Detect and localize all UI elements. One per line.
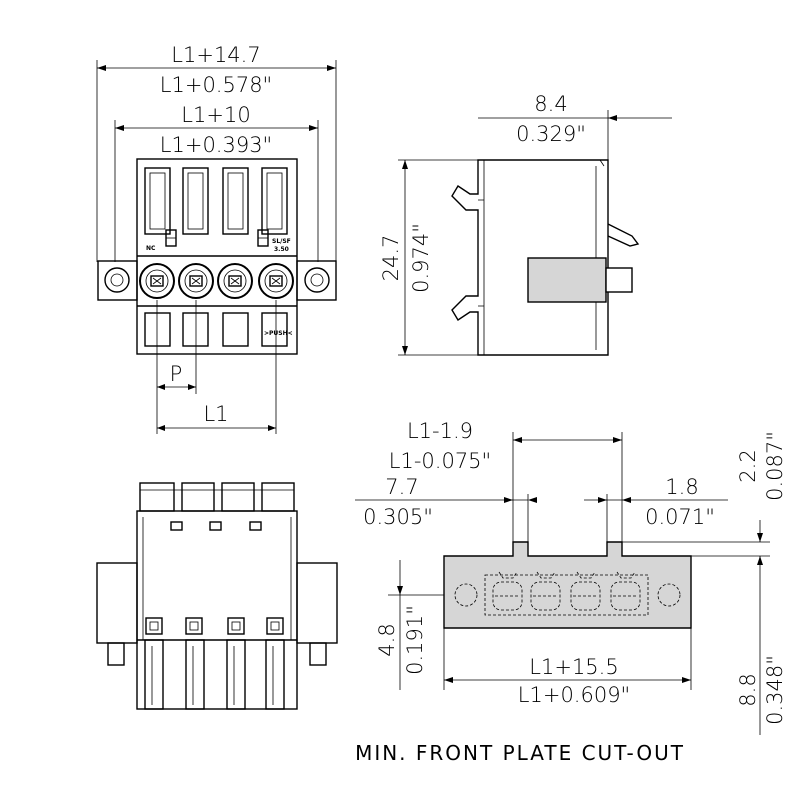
dim-inner-in: L1+0.393" bbox=[160, 133, 272, 157]
front-view: L1+14.7 L1+0.578" L1+10 L1+0.393" NC bbox=[96, 43, 337, 434]
cutout-hole-3 bbox=[570, 571, 601, 611]
dim-pitch: P bbox=[170, 362, 183, 386]
screw-2 bbox=[178, 263, 214, 299]
dim-l1-minus-mm: L1-1.9 bbox=[407, 419, 473, 443]
side-view: 8.4 0.329" 24.7 0.974" bbox=[379, 92, 672, 356]
dim-top-in: 0.087" bbox=[763, 431, 787, 501]
dim-side-height-mm: 24.7 bbox=[379, 235, 403, 282]
front-plate-cutout: L1-1.9 L1-0.075" 7.7 0.305" 1.8 0.071" bbox=[355, 419, 787, 735]
dim-left-mm: 7.7 bbox=[385, 475, 418, 499]
caption: MIN. FRONT PLATE CUT-OUT bbox=[355, 741, 685, 765]
screw-4 bbox=[258, 263, 294, 299]
cutout-hole-2 bbox=[530, 571, 561, 611]
dim-height-mm: 4.8 bbox=[375, 623, 399, 656]
dim-right-in: 0.071" bbox=[645, 505, 715, 529]
dim-width-mm: L1+15.5 bbox=[529, 655, 618, 679]
mark-nc: NC bbox=[146, 245, 156, 252]
dim-width-in: L1+0.609" bbox=[518, 683, 630, 707]
dim-left-in: 0.305" bbox=[363, 505, 433, 529]
dim-overall-mm: L1+14.7 bbox=[171, 43, 260, 67]
dim-top-mm: 2.2 bbox=[736, 449, 760, 482]
mark-push: >PUSH< bbox=[264, 330, 293, 337]
dim-side-height-in: 0.974" bbox=[409, 223, 433, 293]
cutout-hole-4 bbox=[610, 571, 641, 611]
dim-side-width-mm: 8.4 bbox=[534, 92, 567, 116]
mark-pitch: 3.50 bbox=[274, 246, 289, 253]
dim-bottom-in: 0.348" bbox=[763, 655, 787, 725]
dim-bottom-mm: 8.8 bbox=[736, 673, 760, 706]
dim-height-in: 0.191" bbox=[403, 605, 427, 675]
mark-slsf: SL/SF bbox=[272, 238, 291, 245]
dim-overall-in: L1+0.578" bbox=[160, 73, 272, 97]
dim-inner-mm: L1+10 bbox=[181, 103, 250, 127]
cutout-hole-1 bbox=[492, 571, 523, 611]
dim-right-mm: 1.8 bbox=[665, 475, 698, 499]
dim-side-width-in: 0.329" bbox=[516, 122, 586, 146]
bottom-view bbox=[96, 482, 338, 710]
screw-3 bbox=[217, 263, 253, 299]
dim-length: L1 bbox=[203, 402, 228, 426]
screw-1 bbox=[139, 263, 175, 299]
dim-l1-minus-in: L1-0.075" bbox=[389, 449, 491, 473]
